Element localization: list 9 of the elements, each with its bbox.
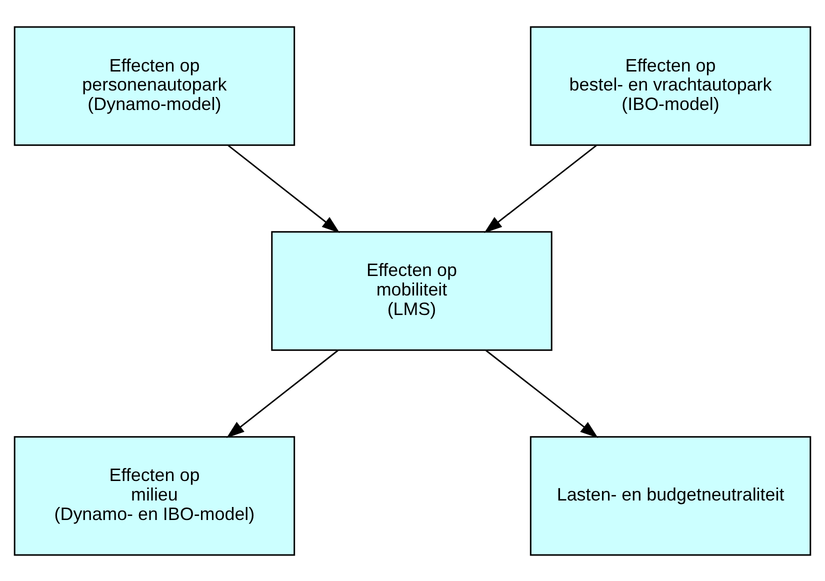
arrow xyxy=(226,349,338,438)
node-box: Effecten op milieu (Dynamo- en IBO-model) xyxy=(14,436,296,556)
arrow xyxy=(228,144,340,233)
arrow xyxy=(484,144,597,233)
node-box: Effecten op bestel- en vrachtautopark (IBO-model) xyxy=(530,26,812,146)
arrow xyxy=(485,349,598,438)
node-box: Effecten op personenautopark (Dynamo-model) xyxy=(14,26,296,146)
node-box: Effecten op mobiliteit (LMS) xyxy=(271,230,552,350)
node-box: Lasten- en budgetneutraliteit xyxy=(530,436,812,556)
